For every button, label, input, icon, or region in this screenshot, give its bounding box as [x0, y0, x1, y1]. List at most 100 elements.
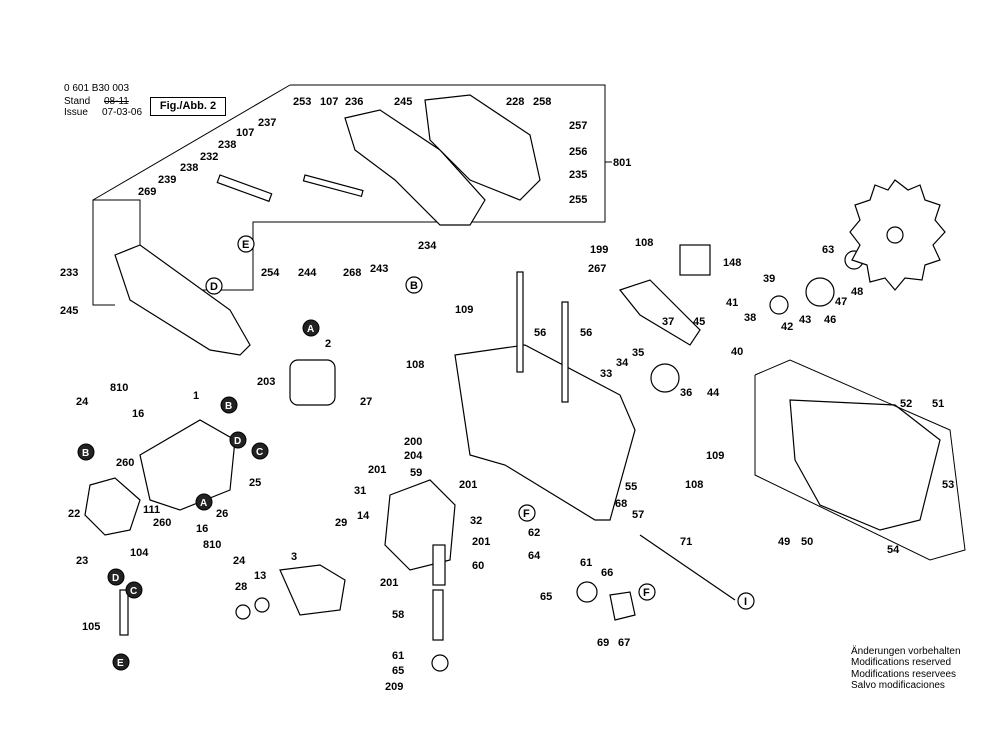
- svg-text:27: 27: [360, 396, 372, 408]
- svg-text:71: 71: [680, 536, 692, 548]
- callout-f2: F: [638, 583, 656, 601]
- saw-blade-bore: [886, 226, 904, 244]
- svg-text:28: 28: [235, 581, 247, 593]
- svg-text:260: 260: [153, 517, 171, 529]
- svg-text:63: 63: [822, 244, 834, 256]
- svg-text:49: 49: [778, 536, 790, 548]
- svg-text:201: 201: [380, 577, 398, 589]
- gear-36: [650, 363, 680, 393]
- svg-text:238: 238: [180, 162, 198, 174]
- svg-text:35: 35: [632, 347, 644, 359]
- svg-text:810: 810: [203, 539, 221, 551]
- svg-text:245: 245: [60, 305, 78, 317]
- svg-text:2: 2: [325, 338, 331, 350]
- svg-text:55: 55: [625, 481, 637, 493]
- svg-text:A: A: [200, 498, 207, 509]
- svg-text:B: B: [82, 448, 89, 459]
- svg-text:268: 268: [343, 267, 361, 279]
- modification-notes: Änderungen vorbehalten Modifications res…: [851, 646, 961, 691]
- rod-56-left: [516, 271, 524, 373]
- flange-46: [805, 277, 835, 307]
- svg-text:201: 201: [368, 464, 386, 476]
- stand-value: 08-11: [104, 96, 129, 107]
- svg-text:109: 109: [706, 450, 724, 462]
- svg-text:201: 201: [459, 479, 477, 491]
- saw-guard-labels: 52 51 53 49 50 54: [778, 398, 954, 556]
- svg-text:105: 105: [82, 621, 100, 633]
- svg-text:31: 31: [354, 485, 366, 497]
- svg-text:23: 23: [76, 555, 88, 567]
- svg-text:109: 109: [455, 304, 473, 316]
- rod-71: [639, 534, 736, 601]
- svg-text:61: 61: [392, 650, 404, 662]
- svg-text:65: 65: [540, 591, 552, 603]
- figure-label: Fig./Abb. 2: [150, 97, 226, 116]
- motor-housing: [139, 419, 236, 511]
- svg-text:107: 107: [320, 96, 338, 108]
- svg-text:236: 236: [345, 96, 363, 108]
- cable-105: [119, 589, 129, 636]
- svg-text:254: 254: [261, 267, 280, 279]
- svg-text:16: 16: [132, 408, 144, 420]
- svg-text:25: 25: [249, 477, 261, 489]
- callout-d2: D: [107, 568, 125, 586]
- svg-text:D: D: [112, 573, 119, 584]
- svg-text:258: 258: [533, 96, 551, 108]
- svg-text:204: 204: [404, 450, 423, 462]
- note-de: Änderungen vorbehalten: [851, 646, 961, 657]
- svg-text:209: 209: [385, 681, 403, 693]
- svg-text:24: 24: [76, 396, 89, 408]
- svg-text:50: 50: [801, 536, 813, 548]
- svg-text:F: F: [523, 508, 530, 520]
- svg-text:255: 255: [569, 194, 587, 206]
- bracket-67: [609, 591, 636, 621]
- guard-link: [216, 174, 273, 203]
- svg-text:203: 203: [257, 376, 275, 388]
- callout-c1: C: [251, 442, 269, 460]
- svg-text:41: 41: [726, 297, 738, 309]
- svg-text:53: 53: [942, 479, 954, 491]
- stator-coil: [289, 359, 336, 406]
- svg-text:810: 810: [110, 382, 128, 394]
- svg-text:108: 108: [406, 359, 424, 371]
- svg-text:3: 3: [291, 551, 297, 563]
- svg-text:239: 239: [158, 174, 176, 186]
- lower-saw-guard: [789, 399, 941, 531]
- svg-text:40: 40: [731, 346, 743, 358]
- svg-text:65: 65: [392, 665, 404, 677]
- svg-text:32: 32: [470, 515, 482, 527]
- note-es: Salvo modificaciones: [851, 679, 945, 691]
- svg-text:59: 59: [410, 467, 422, 479]
- gear-shaft-60: [432, 544, 446, 586]
- frame-labels: 109 108 56 56 109 108 200 204 59 201 201…: [335, 304, 724, 693]
- svg-text:36: 36: [680, 387, 692, 399]
- svg-text:52: 52: [900, 398, 912, 410]
- svg-text:238: 238: [218, 139, 236, 151]
- callout-i: I: [737, 592, 755, 610]
- callout-b1: B: [220, 396, 238, 414]
- svg-text:43: 43: [799, 314, 811, 326]
- svg-text:44: 44: [707, 387, 720, 399]
- svg-text:56: 56: [580, 327, 592, 339]
- stand-label: Stand: [64, 96, 91, 107]
- svg-text:243: 243: [370, 263, 388, 275]
- svg-text:51: 51: [932, 398, 944, 410]
- svg-text:107: 107: [236, 127, 254, 139]
- bracket-diagonal: [92, 84, 291, 201]
- callout-b3: B: [405, 276, 423, 294]
- svg-text:61: 61: [580, 557, 592, 569]
- guard-assembly-labels: 253 107 236 245 228 258 257 256 235 255 …: [60, 96, 631, 317]
- callout-a2: A: [195, 493, 213, 511]
- svg-text:108: 108: [685, 479, 703, 491]
- svg-text:D: D: [234, 436, 241, 447]
- svg-text:F: F: [643, 587, 650, 599]
- svg-text:257: 257: [569, 120, 587, 132]
- svg-text:29: 29: [335, 517, 347, 529]
- motor-end-cap: [84, 477, 141, 536]
- armature: [279, 564, 346, 616]
- svg-text:38: 38: [744, 312, 756, 324]
- svg-text:58: 58: [392, 609, 404, 621]
- riving-knife-arm: [618, 279, 701, 346]
- svg-text:148: 148: [723, 257, 741, 269]
- svg-text:24: 24: [233, 555, 246, 567]
